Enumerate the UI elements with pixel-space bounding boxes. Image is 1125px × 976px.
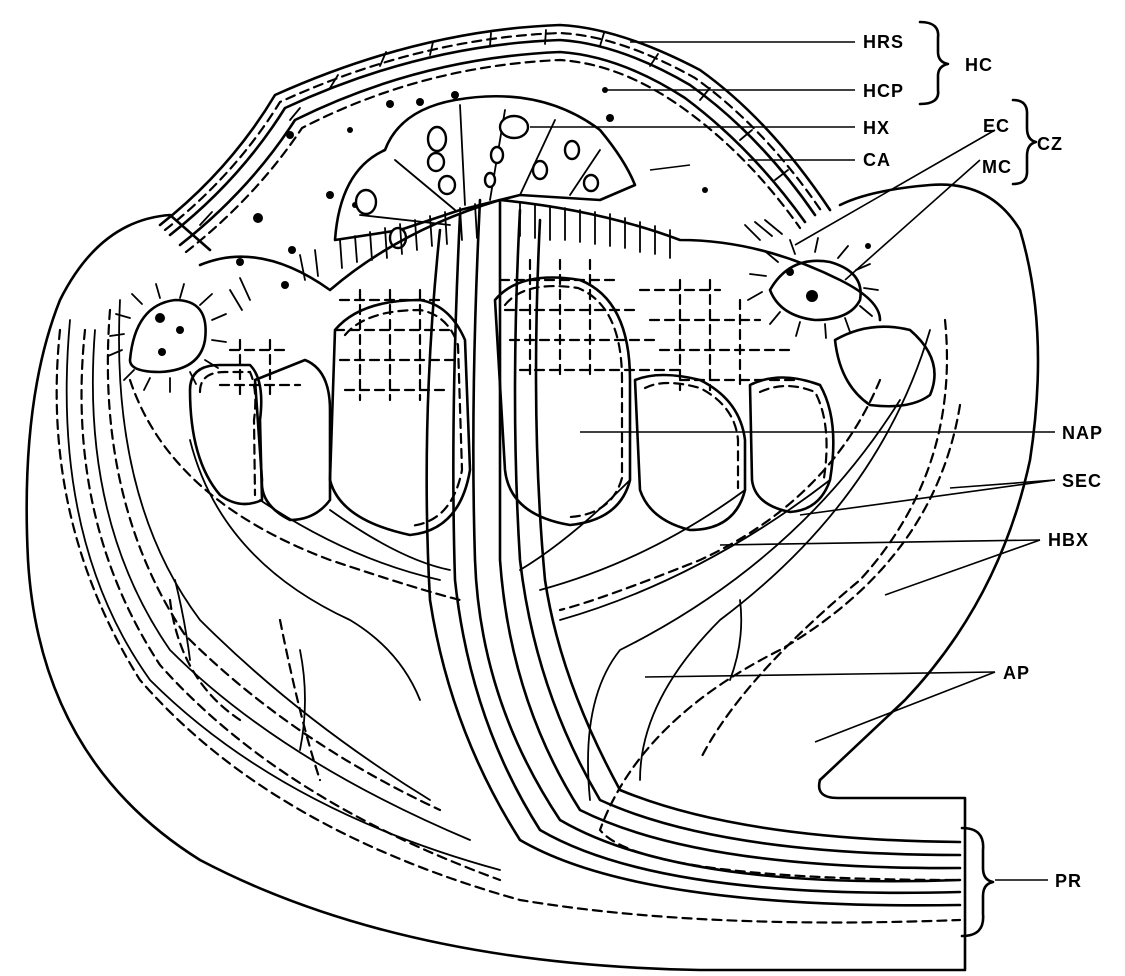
label-hc: HC — [965, 55, 993, 75]
label-ca: CA — [863, 150, 891, 170]
hyaline-body — [335, 96, 635, 248]
brick-pattern — [220, 260, 800, 400]
label-ap: AP — [1003, 663, 1030, 683]
label-cz: CZ — [1037, 134, 1063, 154]
right-sense-cup — [748, 238, 878, 338]
labels: HRS HCP HC HX EC MC CZ CA NAP SEC HBX AP… — [863, 32, 1103, 891]
label-hcp: HCP — [863, 81, 904, 101]
nerve-tracts — [67, 200, 960, 905]
label-mc: MC — [982, 157, 1012, 177]
label-sec: SEC — [1062, 471, 1102, 491]
neuropil-lobes — [190, 278, 935, 536]
hood-cavity-particles — [236, 87, 708, 289]
label-pr: PR — [1055, 871, 1082, 891]
outer-outline — [27, 185, 1038, 970]
dashed-membranes — [57, 310, 960, 923]
leader-lines — [530, 42, 1055, 880]
label-hrs: HRS — [863, 32, 904, 52]
label-hbx: HBX — [1048, 530, 1089, 550]
label-ec: EC — [983, 116, 1010, 136]
label-nap: NAP — [1062, 423, 1103, 443]
label-hx: HX — [863, 118, 890, 138]
